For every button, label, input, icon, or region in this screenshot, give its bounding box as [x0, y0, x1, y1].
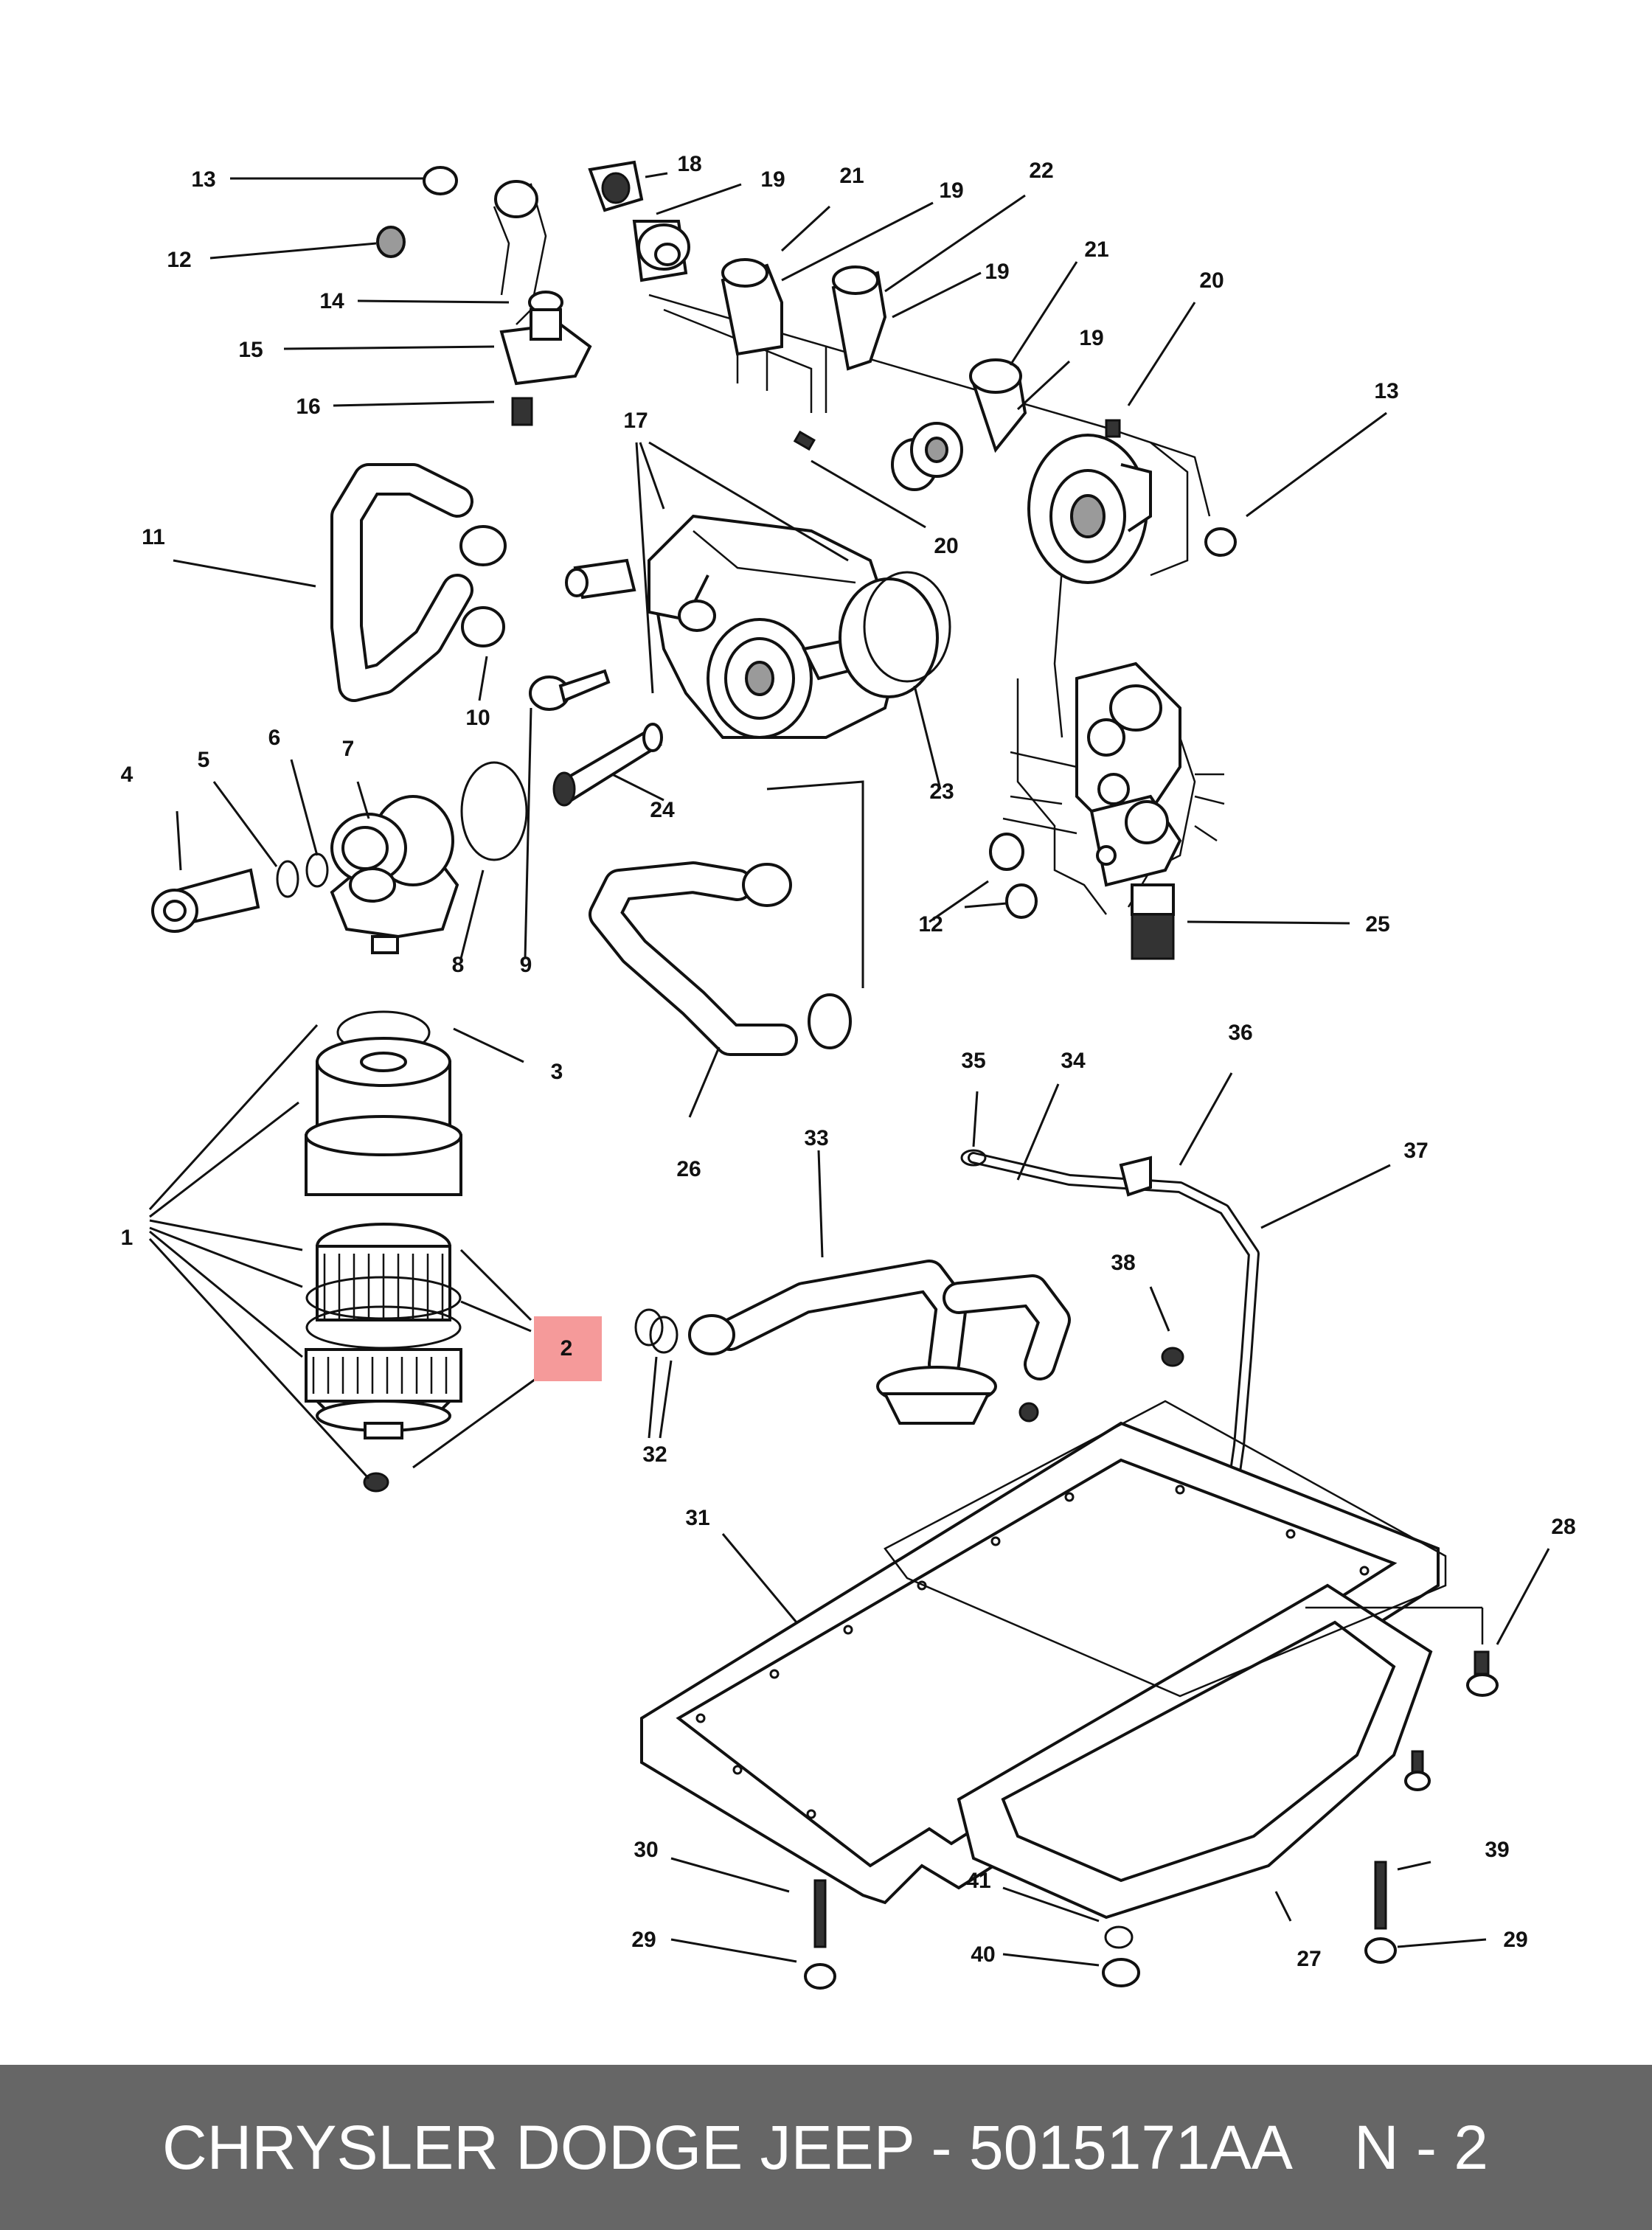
leader-lines [148, 172, 1550, 1967]
bottom-fasteners [804, 1650, 1499, 1990]
callout-label[interactable]: 20 [1199, 268, 1224, 293]
callout-label[interactable]: 24 [650, 798, 675, 822]
callout-label[interactable]: 15 [238, 338, 263, 362]
callout-label[interactable]: 26 [676, 1157, 701, 1181]
highlight-box [534, 1316, 602, 1381]
callout-label[interactable]: 19 [985, 260, 1009, 284]
oil-filter-assembly [305, 1010, 462, 1493]
callout-label[interactable]: 16 [296, 395, 320, 419]
callout-label[interactable]: 33 [804, 1126, 828, 1150]
callout-label[interactable]: 25 [1365, 912, 1389, 937]
callout-label[interactable]: 1 [121, 1226, 133, 1250]
callout-label[interactable]: 40 [971, 1942, 995, 1967]
callout-label[interactable]: 8 [452, 953, 465, 977]
callout-label[interactable]: 2 [560, 1336, 573, 1361]
callout-label[interactable]: 22 [1029, 159, 1053, 183]
callout-label[interactable]: 21 [1084, 237, 1108, 262]
filter-adapter [330, 761, 528, 954]
callout-label[interactable]: 5 [198, 748, 210, 772]
callout-label[interactable]: 11 [142, 525, 165, 549]
clamps-12-right [989, 833, 1038, 919]
right-clamp [1204, 527, 1237, 557]
parts-diagram: 1 1 1 1 1 1 1 2 2 2 3 4 5 6 7 8 9 10 11 … [121, 152, 1576, 1990]
oil-pickup-tube [634, 1260, 1184, 1425]
page-number: N - 2 [1354, 2113, 1489, 2182]
callout-label[interactable]: 18 [677, 152, 701, 176]
callout-label[interactable]: 41 [966, 1869, 990, 1893]
callout-label[interactable]: 20 [934, 534, 958, 558]
callout-label[interactable]: 19 [939, 178, 963, 203]
callout-label[interactable]: 32 [642, 1442, 667, 1467]
callout-label[interactable]: 6 [268, 726, 281, 750]
callout-label[interactable]: 19 [760, 167, 785, 192]
callout-label[interactable]: 30 [634, 1838, 658, 1862]
callout-label[interactable]: 14 [319, 289, 344, 313]
callout-label[interactable]: 35 [961, 1049, 985, 1073]
pulley [1027, 434, 1152, 584]
thermostat-housing [493, 180, 592, 426]
hose-26 [589, 780, 864, 1056]
bolt-4-and-rings [151, 852, 329, 933]
callout-label[interactable]: 36 [1228, 1021, 1252, 1045]
callout-label[interactable]: 37 [1403, 1139, 1428, 1163]
callout-label[interactable]: 31 [685, 1506, 709, 1530]
callout-label[interactable]: 12 [918, 912, 943, 937]
callout-label[interactable]: 19 [1079, 326, 1103, 350]
oil-cooler-housing [565, 514, 939, 739]
callout-label[interactable]: 29 [1503, 1928, 1527, 1952]
oil-pan-gasket-31 [640, 1421, 1440, 1905]
callout-label[interactable]: 17 [623, 409, 648, 433]
callout-label[interactable]: 9 [520, 953, 532, 977]
sensor-25 [1131, 883, 1175, 960]
top-fittings [588, 160, 1121, 491]
callout-label[interactable]: 3 [551, 1060, 563, 1084]
bolt-9 [529, 669, 611, 711]
hose-11 [330, 463, 507, 702]
callout-label[interactable]: 23 [929, 779, 954, 804]
callout-label-highlighted[interactable]: 2 [560, 1336, 573, 1361]
callout-label[interactable]: 38 [1111, 1251, 1135, 1275]
callout-label[interactable]: 21 [839, 164, 864, 188]
top-left-clamps [376, 166, 458, 258]
callout-label[interactable]: 27 [1297, 1947, 1321, 1971]
callout-label[interactable]: 12 [167, 248, 191, 272]
callout-label[interactable]: 10 [465, 706, 490, 730]
callout-label[interactable]: 29 [631, 1928, 656, 1952]
callout-label[interactable]: 39 [1485, 1838, 1509, 1862]
footer-bar: CHRYSLER DODGE JEEP - 5015171AA N - 2 [0, 2065, 1652, 2230]
callout-label[interactable]: 28 [1551, 1515, 1575, 1539]
fitting-24 [552, 723, 663, 807]
callout-label[interactable]: 1 [121, 1226, 133, 1250]
callout-label[interactable]: 13 [191, 167, 215, 192]
callout-labels: 1 1 1 1 1 1 1 2 2 2 3 4 5 6 7 8 9 10 11 … [121, 152, 1576, 1971]
callout-label[interactable]: 13 [1374, 379, 1398, 403]
brand-part-number: CHRYSLER DODGE JEEP - 5015171AA [162, 2113, 1293, 2182]
engine-block-outline [648, 293, 1225, 915]
callout-label[interactable]: 7 [342, 737, 355, 761]
callout-label[interactable]: 4 [121, 763, 133, 787]
callout-label[interactable]: 34 [1061, 1049, 1086, 1073]
oil-pan-27 [884, 1400, 1484, 1920]
